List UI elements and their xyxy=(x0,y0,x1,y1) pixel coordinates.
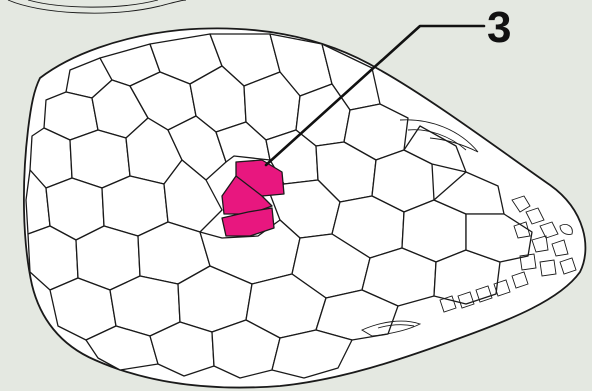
neck-fold-line-inner xyxy=(28,0,158,7)
callout-number: 3 xyxy=(487,4,511,52)
